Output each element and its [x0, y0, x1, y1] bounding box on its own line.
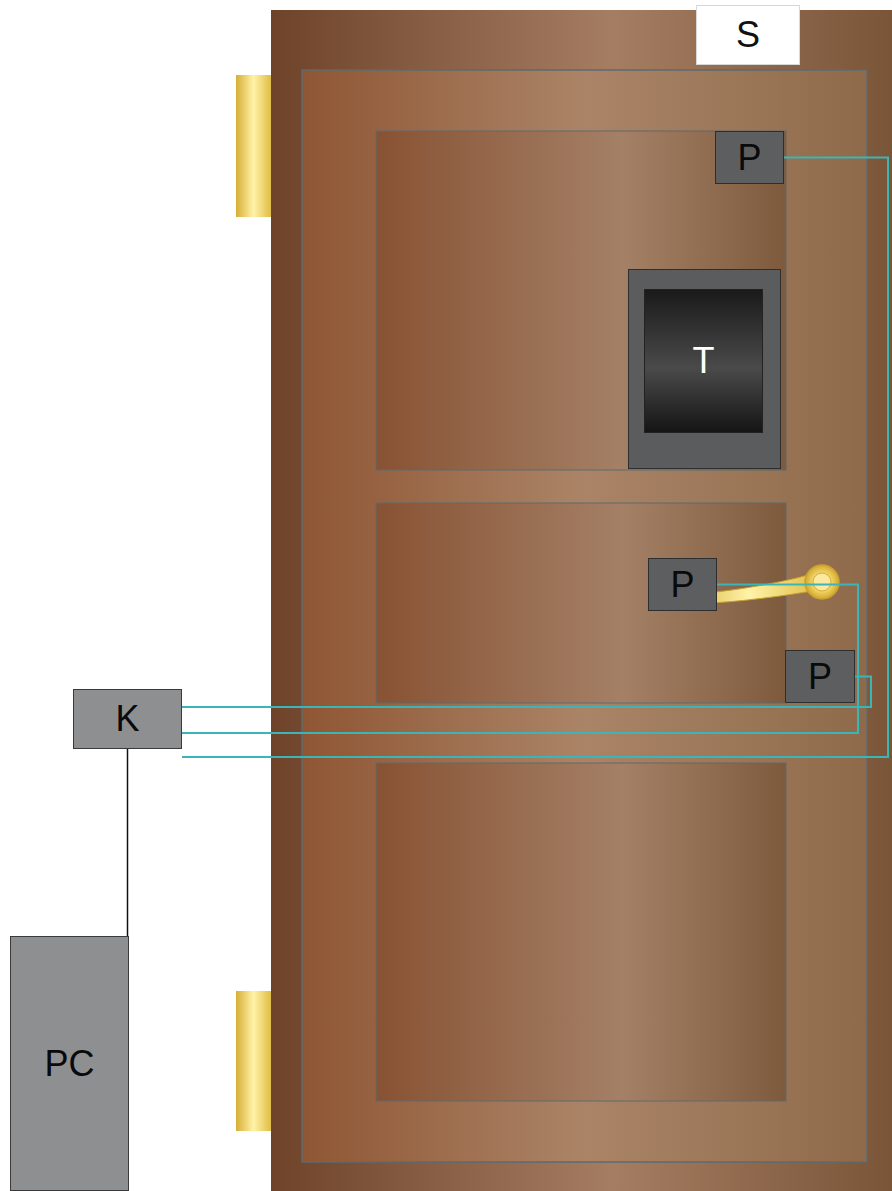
hinge [236, 75, 271, 217]
door-panel [376, 131, 786, 470]
display-box: T [628, 269, 781, 469]
handle-rose [805, 565, 839, 599]
node-label: PC [44, 1046, 94, 1082]
computer-box: PC [10, 936, 129, 1191]
controller-box: K [73, 689, 182, 749]
sensor-box: P [648, 558, 717, 611]
sensor-box: P [785, 650, 855, 703]
cable [127, 749, 129, 936]
node-label: P [670, 567, 694, 603]
door-leaf [271, 10, 892, 1191]
display-screen: T [644, 289, 763, 433]
node-label: S [736, 17, 760, 53]
sensor-wire [182, 158, 888, 758]
node-label: K [115, 701, 139, 737]
hinge [236, 991, 271, 1131]
door-panel [376, 503, 786, 703]
node-label: P [737, 140, 761, 176]
sensor-wire [182, 677, 871, 708]
door-frame [302, 70, 867, 1162]
node-label: T [693, 343, 715, 379]
handle-rose [813, 573, 831, 591]
sensor-box: S [696, 5, 800, 65]
sensor-wire [182, 585, 858, 734]
sensor-box: P [715, 131, 784, 184]
door-panel [376, 763, 786, 1101]
node-label: P [808, 659, 832, 695]
